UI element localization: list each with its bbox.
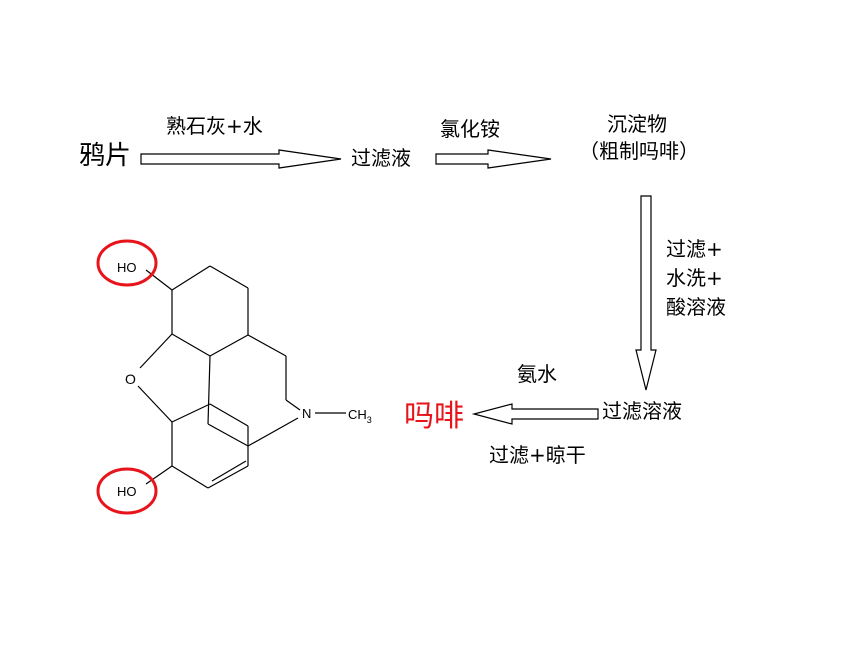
atom-o: O [125, 371, 136, 387]
arrow-solution-to-morphine [471, 403, 599, 425]
opium-label: 鸦片 [79, 141, 132, 171]
methyl-subscript: 3 [366, 415, 372, 425]
filtered-solution-label: 过滤溶液 [602, 399, 682, 423]
methyl-ch: CH [348, 407, 367, 422]
highlight-circle-top [96, 239, 158, 287]
reagent-lime-water: 熟石灰+水 [166, 114, 263, 138]
reagent-ammonium-chloride: 氯化铵 [440, 117, 500, 141]
hydroxyl-highlights [96, 239, 158, 515]
arrow-filtrate-to-precipitate [435, 149, 552, 169]
morphine-structure [137, 265, 346, 489]
flow-arrows [140, 149, 657, 425]
step-filter-label: 过滤+ [666, 237, 723, 261]
crude-morphine-label: （粗制吗啡） [579, 139, 699, 163]
highlight-circle-bottom [96, 467, 158, 515]
morphine-product-label: 吗啡 [404, 399, 464, 434]
atom-ho-bottom: HO [117, 484, 137, 499]
atom-n: N [302, 406, 312, 421]
step-filter-dry-label: 过滤+晾干 [489, 443, 586, 467]
arrow-opium-to-filtrate [140, 149, 342, 169]
reagent-ammonia: 氨水 [517, 362, 557, 386]
methyl-group: CH3 [348, 407, 372, 425]
atom-ho-top: HO [117, 260, 137, 275]
step-wash-label: 水洗+ [666, 266, 723, 290]
precipitate-label: 沉淀物 [607, 112, 667, 136]
step-acid-label: 酸溶液 [666, 295, 726, 319]
filtrate-label: 过滤液 [351, 146, 411, 170]
arrow-precipitate-down [635, 195, 657, 391]
